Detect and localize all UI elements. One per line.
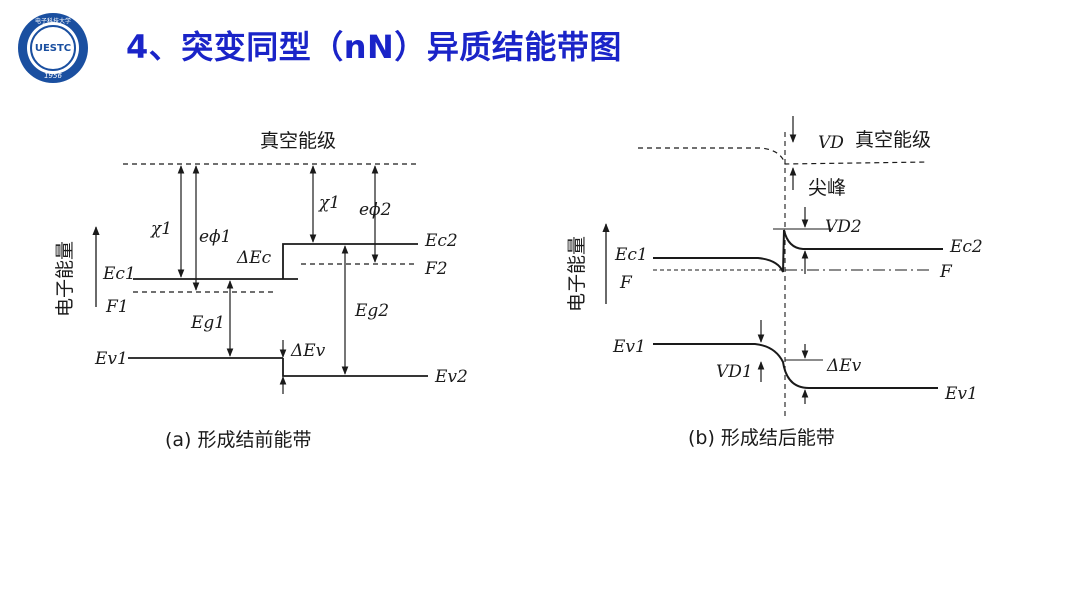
a-caption: (a) 形成结前能带 xyxy=(165,429,312,451)
a-f2-label: F2 xyxy=(424,259,448,279)
b-vacuum-label: 真空能级 xyxy=(855,129,931,151)
logo-ring-text: 电子科技大学 xyxy=(35,17,71,25)
b-vd1-label: VD1 xyxy=(716,362,753,382)
a-eg2-label: Eg2 xyxy=(354,301,389,321)
b-ev1-right-label: Ev1 xyxy=(944,384,978,404)
a-ev2-label: Ev2 xyxy=(434,367,468,387)
logo-text: UESTC xyxy=(35,43,71,54)
diagram-a: 真空能级 电子能量 Ec1 F1 Ev1 Ec2 F2 Ev2 χ1 eϕ1 χ… xyxy=(54,130,468,451)
b-delta-ev-label: ΔEv xyxy=(826,356,862,376)
a-vacuum-label: 真空能级 xyxy=(260,130,336,152)
a-delta-ec-label: ΔEc xyxy=(236,248,272,268)
a-f1-label: F1 xyxy=(105,297,129,317)
b-f-right-label: F xyxy=(939,262,953,282)
b-vd2-label: VD2 xyxy=(825,217,862,237)
band-diagram-figure: 真空能级 电子能量 Ec1 F1 Ev1 Ec2 F2 Ev2 χ1 eϕ1 χ… xyxy=(33,112,1008,462)
a-ev1-label: Ev1 xyxy=(94,349,128,369)
a-ev2-line xyxy=(282,358,428,377)
university-logo: 电子科技大学 UESTC 1956 xyxy=(18,13,88,83)
a-ec2-label: Ec2 xyxy=(424,231,458,251)
a-ec2-line xyxy=(282,243,418,279)
diagram-b: 真空能级 VD 尖峰 电子能量 Ec1 Ec2 VD2 F F Ev1 Ev1 … xyxy=(566,116,983,449)
logo-year: 1956 xyxy=(44,72,62,80)
b-ec1-label: Ec1 xyxy=(614,245,648,265)
slide-title: 4、突变同型（nN）异质结能带图 xyxy=(126,28,622,66)
b-ec-line xyxy=(653,229,943,273)
a-eg1-label: Eg1 xyxy=(190,313,225,333)
b-energy-axis-label: 电子能量 xyxy=(566,236,588,312)
b-f-left-label: F xyxy=(619,273,633,293)
b-spike-label: 尖峰 xyxy=(808,177,846,199)
b-ev-line xyxy=(653,343,938,389)
a-energy-axis-label: 电子能量 xyxy=(54,241,76,317)
b-ec2-label: Ec2 xyxy=(949,237,983,257)
a-chi1-left-label: χ1 xyxy=(150,219,172,239)
band-diagram-svg: 真空能级 电子能量 Ec1 F1 Ev1 Ec2 F2 Ev2 χ1 eϕ1 χ… xyxy=(54,116,983,451)
b-vd-label: VD xyxy=(818,133,844,153)
b-ev1-left-label: Ev1 xyxy=(612,337,646,357)
a-delta-ev-label: ΔEv xyxy=(290,341,326,361)
a-ec1-label: Ec1 xyxy=(102,264,136,284)
a-chi1-right-label: χ1 xyxy=(318,193,340,213)
a-ephi1-label: eϕ1 xyxy=(199,227,231,247)
a-ephi2-label: eϕ2 xyxy=(359,200,391,220)
b-caption: (b) 形成结后能带 xyxy=(688,427,835,449)
